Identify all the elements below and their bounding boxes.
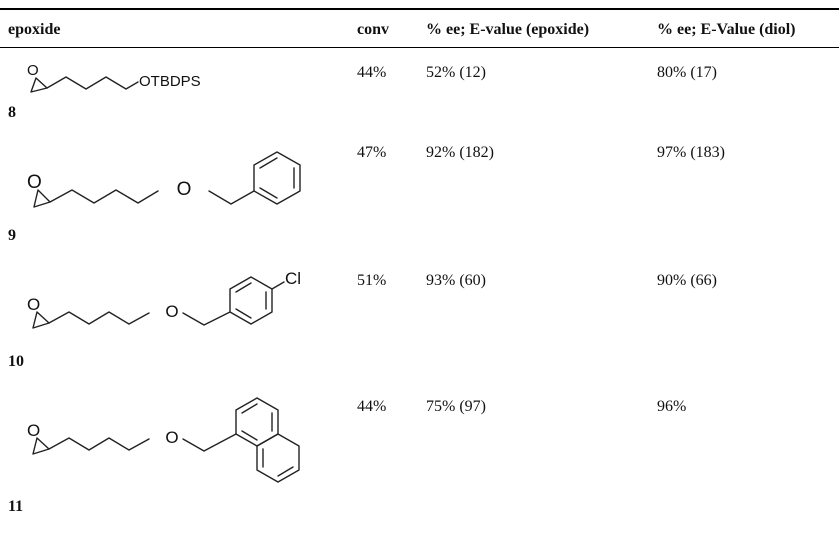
header-ee-diol: % ee; E-Value (diol) — [657, 21, 796, 38]
ee-epoxide-cell: 75% (97) — [426, 398, 486, 415]
epoxide-oxygen-label: O — [27, 62, 39, 79]
conv-cell: 44% — [357, 64, 387, 81]
ether-oxygen-label: O — [165, 428, 178, 447]
structure-11: O O — [27, 397, 300, 483]
epoxide-oxygen-label: O — [27, 172, 42, 193]
epoxide-oxygen-label: O — [27, 295, 40, 314]
structure-9: O O — [27, 151, 301, 208]
compound-number: 9 — [8, 227, 16, 244]
compound-number: 11 — [8, 498, 24, 515]
conv-cell: 44% — [357, 398, 387, 415]
compound-number: 10 — [8, 353, 24, 370]
header-epoxide: epoxide — [8, 21, 61, 38]
table-top-rule — [0, 8, 839, 10]
header-conv: conv — [357, 21, 389, 38]
structure-8: O OTBDPS — [27, 62, 201, 93]
ee-diol-cell: 90% (66) — [657, 272, 717, 289]
ee-diol-cell: 97% (183) — [657, 144, 725, 161]
ether-oxygen-label: O — [177, 179, 192, 200]
conv-cell: 51% — [357, 272, 387, 289]
compound-number: 8 — [8, 104, 16, 121]
epoxide-oxygen-label: O — [27, 421, 40, 440]
ether-oxygen-label: O — [165, 302, 178, 321]
otbdps-label: OTBDPS — [139, 73, 201, 90]
structure-10: O O Cl — [27, 269, 301, 329]
conv-cell: 47% — [357, 144, 387, 161]
ee-diol-cell: 96% — [657, 398, 687, 415]
ee-epoxide-cell: 52% (12) — [426, 64, 486, 81]
ee-diol-cell: 80% (17) — [657, 64, 717, 81]
ee-epoxide-cell: 92% (182) — [426, 144, 494, 161]
header-rule — [0, 47, 839, 48]
ee-epoxide-cell: 93% (60) — [426, 272, 486, 289]
chlorine-label: Cl — [285, 269, 301, 288]
header-ee-epoxide: % ee; E-value (epoxide) — [426, 21, 590, 38]
